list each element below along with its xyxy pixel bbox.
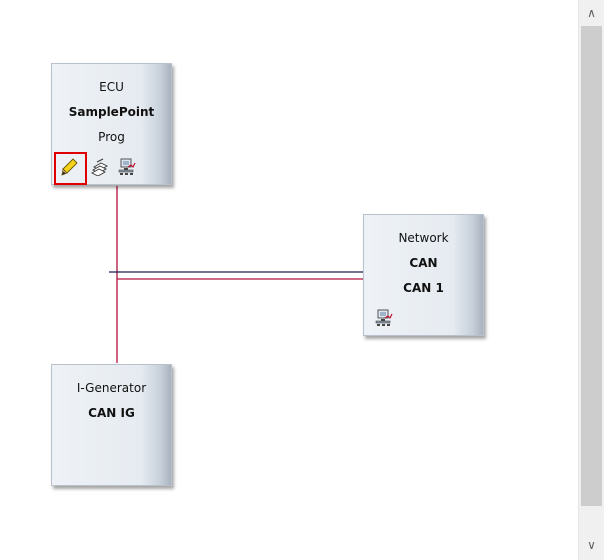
network-name-label: CAN	[409, 256, 438, 270]
ecu-sub-label: Prog	[98, 130, 125, 144]
chevron-up-icon: ∧	[587, 6, 596, 20]
network-computer-icon[interactable]	[118, 158, 136, 176]
vertical-scrollbar[interactable]: ∧ ∨	[578, 0, 604, 560]
stacked-pages-icon[interactable]	[91, 158, 109, 176]
chevron-down-icon: ∨	[587, 538, 596, 552]
ecu-node[interactable]: ECU SamplePoint Prog	[51, 63, 172, 185]
scroll-up-button[interactable]: ∧	[579, 0, 604, 26]
igen-node[interactable]: I-Generator CAN IG	[51, 364, 172, 486]
igen-type-label: I-Generator	[76, 381, 147, 395]
selected-icon-highlight	[54, 152, 87, 185]
scroll-thumb[interactable]	[581, 26, 602, 506]
network-sub-label: CAN 1	[403, 281, 444, 295]
network-type-label: Network	[398, 231, 449, 245]
connection-lines	[109, 186, 363, 363]
network-computer-icon[interactable]	[375, 309, 393, 327]
ecu-name-label: SamplePoint	[68, 105, 155, 119]
edit-pencil-icon[interactable]	[61, 158, 79, 176]
network-node[interactable]: Network CAN CAN 1	[363, 214, 484, 336]
diagram-canvas[interactable]: ECU SamplePoint Prog	[0, 0, 578, 560]
ecu-type-label: ECU	[99, 80, 124, 94]
igen-name-label: CAN IG	[88, 406, 135, 420]
scroll-down-button[interactable]: ∨	[579, 532, 604, 558]
